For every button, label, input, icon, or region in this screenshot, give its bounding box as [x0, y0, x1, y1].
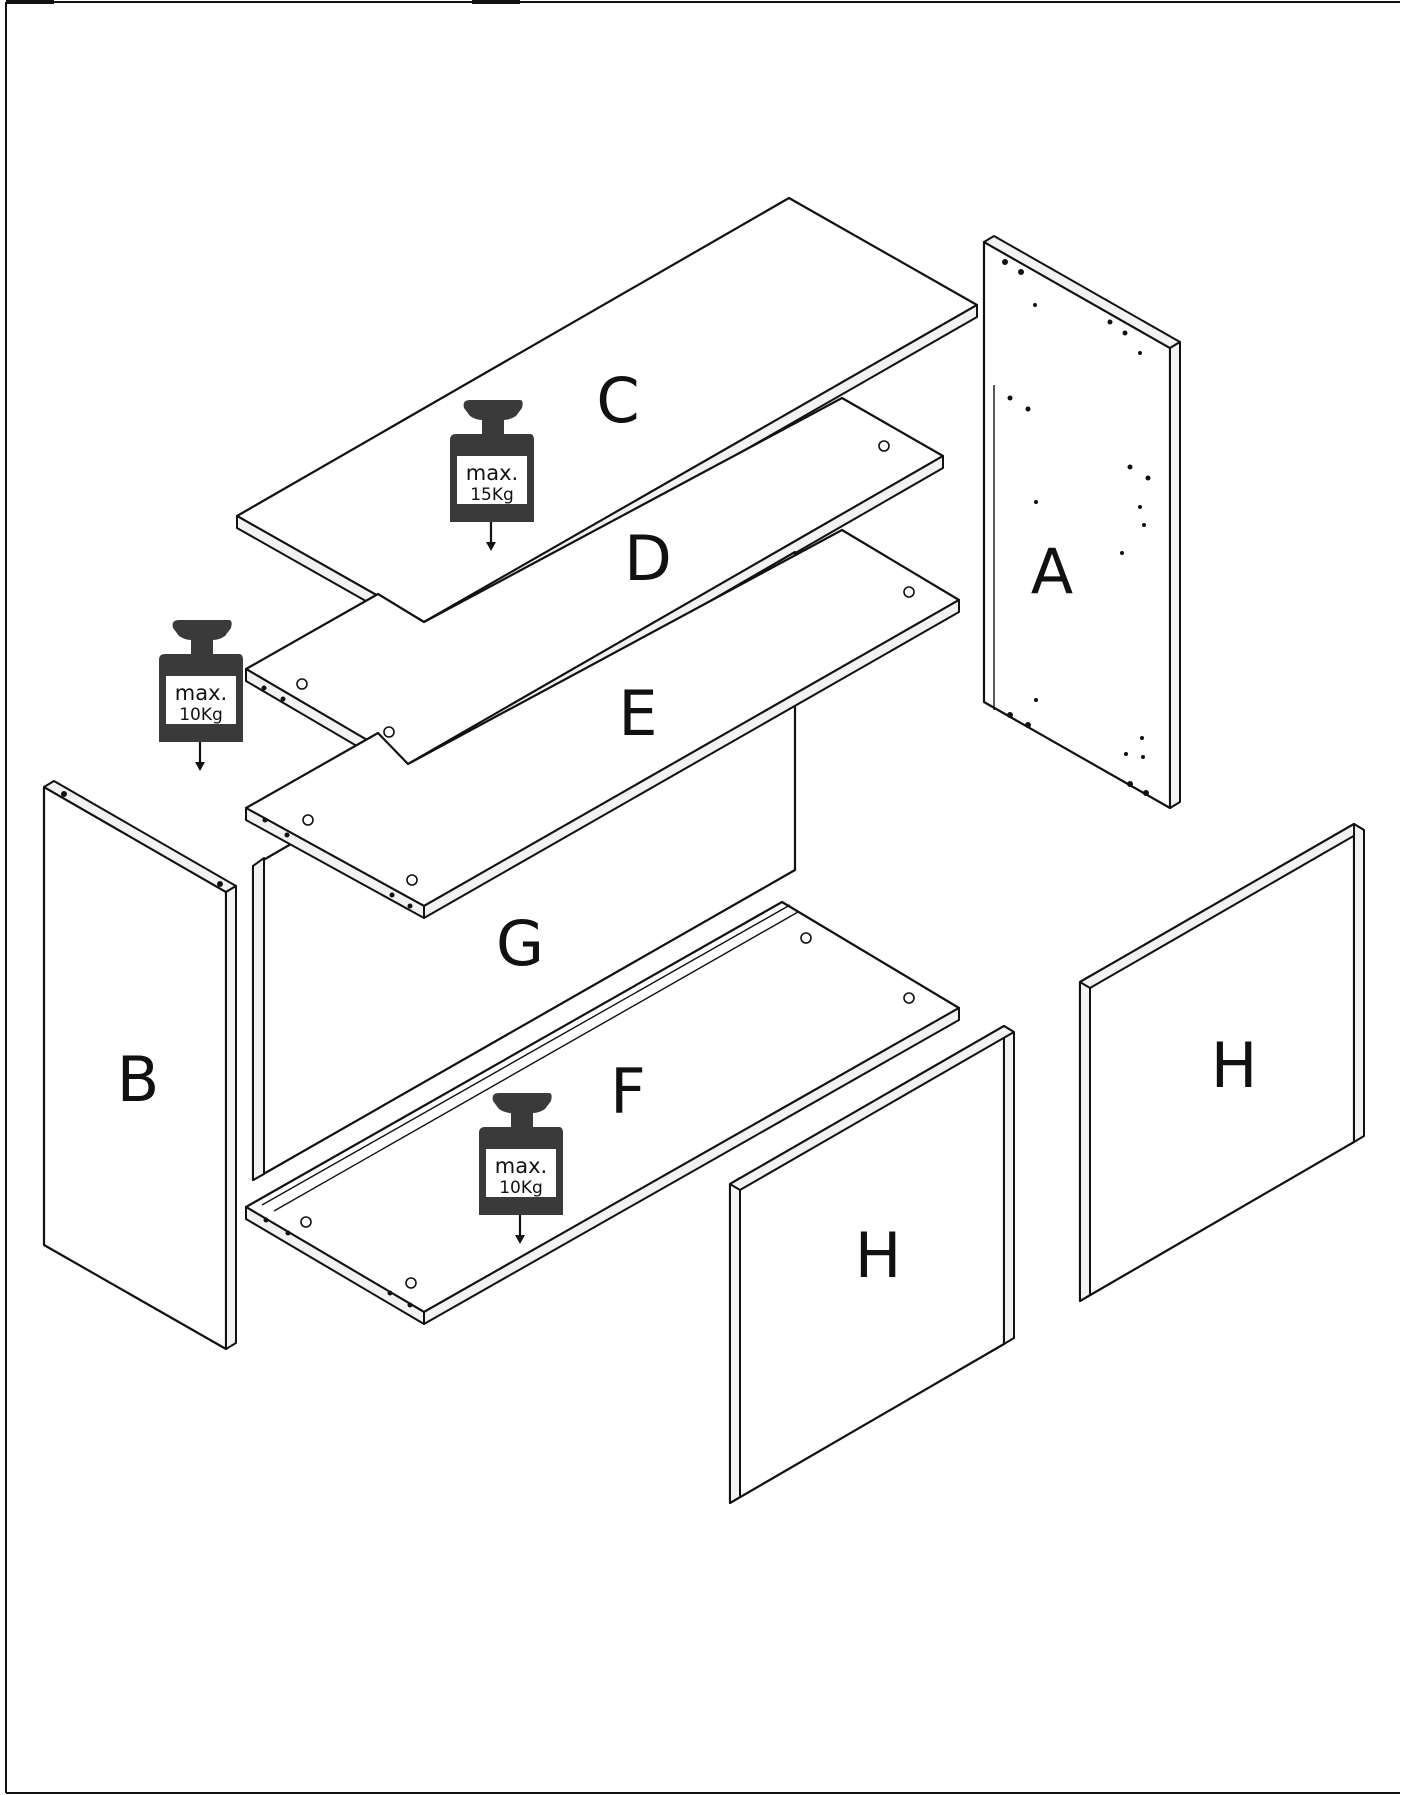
weight-load-label: 10Kg	[499, 1178, 543, 1198]
label-h-front: H	[855, 1219, 902, 1292]
weight-limit-icon-bottom: max. 10Kg	[479, 1093, 563, 1244]
label-e: E	[618, 677, 657, 750]
label-b: B	[117, 1043, 160, 1116]
panel-h-front	[728, 1024, 1015, 1505]
weight-limit-icon-top: max. 15Kg	[450, 400, 534, 551]
label-f: F	[610, 1055, 646, 1128]
label-c: C	[596, 364, 639, 437]
weight-max-label: max.	[175, 681, 227, 705]
label-a: A	[1031, 535, 1073, 608]
label-g: G	[496, 907, 544, 980]
header-mark	[472, 0, 520, 4]
weight-limit-icon-shelf: max. 10Kg	[159, 620, 243, 771]
panel-f	[244, 900, 961, 1325]
panel-b	[42, 780, 237, 1351]
weight-max-label: max.	[495, 1154, 547, 1178]
weight-load-label: 10Kg	[179, 705, 223, 725]
panel-e	[244, 528, 961, 919]
weight-max-label: max.	[466, 461, 518, 485]
header-mark	[6, 0, 54, 4]
panel-h-right	[1078, 822, 1365, 1303]
panel-a	[982, 235, 1181, 810]
weight-load-label: 15Kg	[470, 485, 514, 505]
label-d: D	[624, 522, 672, 595]
label-h-right: H	[1211, 1029, 1258, 1102]
